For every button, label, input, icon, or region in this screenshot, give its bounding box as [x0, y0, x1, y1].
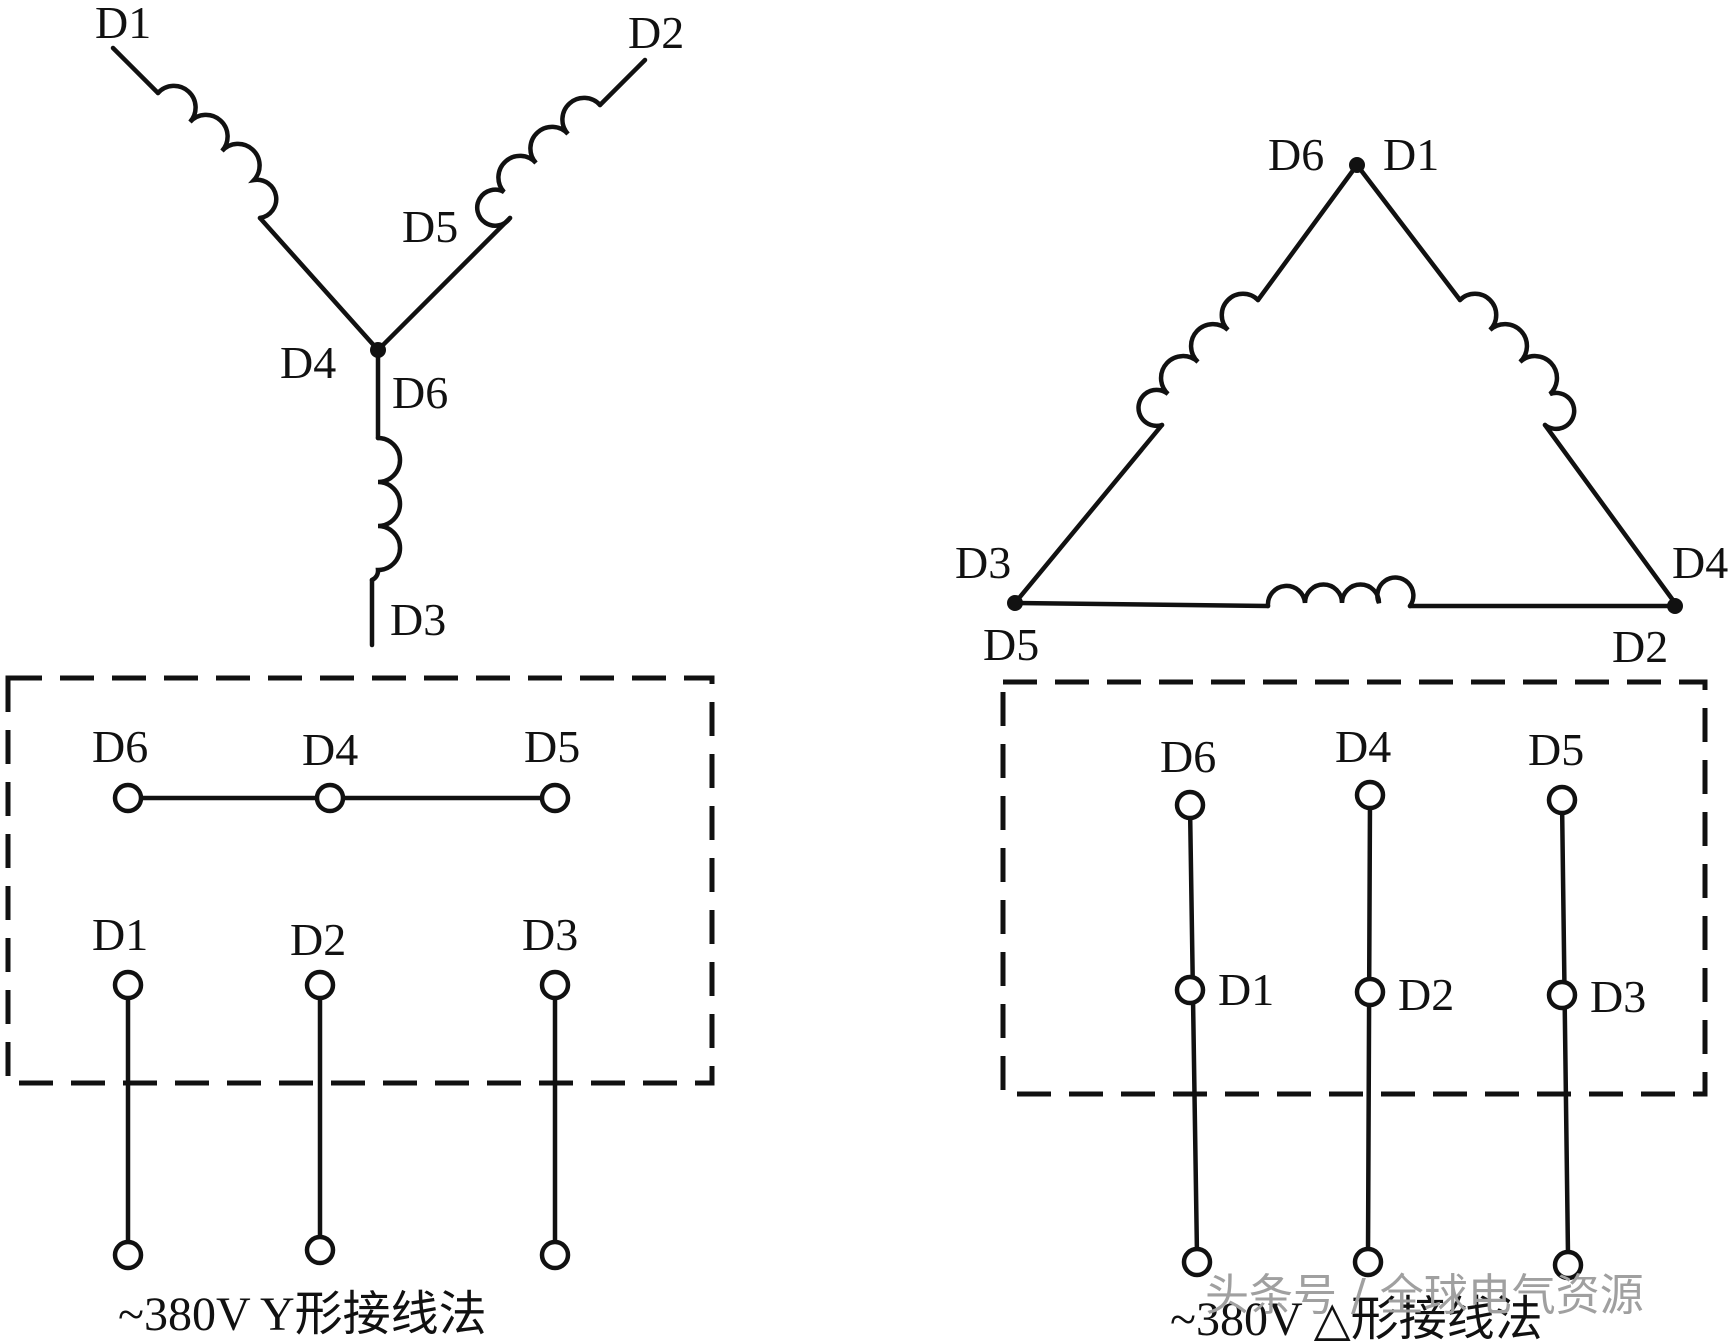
delta-label-d2: D2	[1612, 621, 1668, 672]
star-terminal-box	[5, 675, 715, 1086]
delta-coil-right	[1457, 291, 1577, 432]
star-supply-terminal-3	[539, 1239, 571, 1271]
star-label-d3: D3	[390, 594, 446, 645]
star-label-d6: D6	[392, 367, 448, 418]
star-label-d5: D5	[402, 201, 458, 252]
delta-terminal-d5	[1546, 784, 1578, 816]
delta-supply-terminal-3	[1552, 1249, 1584, 1281]
delta-terminal-d2	[1354, 976, 1386, 1008]
delta-label-d4: D4	[1672, 537, 1728, 588]
star-supply-terminal-1	[112, 1239, 144, 1271]
delta-terminal-d6	[1174, 789, 1206, 821]
star-terminal-d3	[539, 969, 571, 1001]
delta-caption: ~380V △形接线法	[1170, 1293, 1543, 1341]
star-terminal-label-d2: D2	[290, 914, 346, 965]
delta-node-top	[1349, 157, 1365, 173]
delta-coil-bottom	[1265, 575, 1416, 609]
delta-terminal-label-d1: D1	[1218, 964, 1274, 1015]
watermark-text: 头条号 / 全球电气资源	[1205, 1270, 1644, 1321]
delta-terminal-d4	[1354, 779, 1386, 811]
star-terminal-label-d5: D5	[524, 721, 580, 772]
delta-label-d6: D6	[1268, 129, 1324, 180]
star-terminal-label-d6: D6	[92, 721, 148, 772]
star-neutral-dot	[370, 342, 386, 358]
star-coil-d1	[155, 83, 279, 221]
delta-terminal-label-d3: D3	[1590, 971, 1646, 1022]
delta-terminal-d1	[1174, 974, 1206, 1006]
delta-supply-terminal-1	[1181, 1246, 1213, 1278]
delta-terminal-label-d2: D2	[1398, 969, 1454, 1020]
star-supply-terminal-2	[304, 1234, 336, 1266]
delta-label-d5: D5	[983, 619, 1039, 670]
star-terminal-label-d1: D1	[92, 909, 148, 960]
delta-terminal-label-d4: D4	[1335, 721, 1391, 772]
star-label-d1: D1	[95, 0, 151, 48]
star-winding	[110, 45, 648, 648]
star-terminal-label-d3: D3	[522, 909, 578, 960]
star-terminal-d4	[314, 782, 346, 814]
delta-label-d1: D1	[1383, 129, 1439, 180]
delta-supply-terminal-2	[1352, 1246, 1384, 1278]
star-label-d2: D2	[628, 7, 684, 58]
delta-winding	[1007, 157, 1683, 614]
delta-label-d3: D3	[955, 537, 1011, 588]
delta-node-left	[1007, 595, 1023, 611]
star-label-d4: D4	[280, 337, 336, 388]
delta-coil-left	[1136, 291, 1261, 429]
delta-terminal-label-d6: D6	[1160, 731, 1216, 782]
delta-terminal-label-d5: D5	[1528, 724, 1584, 775]
delta-node-right	[1667, 598, 1683, 614]
delta-terminal-d3	[1546, 979, 1578, 1011]
star-terminal-d1	[112, 969, 144, 1001]
star-terminal-label-d4: D4	[302, 724, 358, 775]
star-terminal-d2	[304, 969, 336, 1001]
star-coil-d3	[369, 435, 403, 583]
star-terminal-d6	[112, 782, 144, 814]
star-terminal-d5	[539, 782, 571, 814]
delta-terminal-box	[1000, 679, 1708, 1097]
star-coil-d2	[474, 95, 603, 228]
star-caption: ~380V Y形接线法	[118, 1288, 487, 1341]
